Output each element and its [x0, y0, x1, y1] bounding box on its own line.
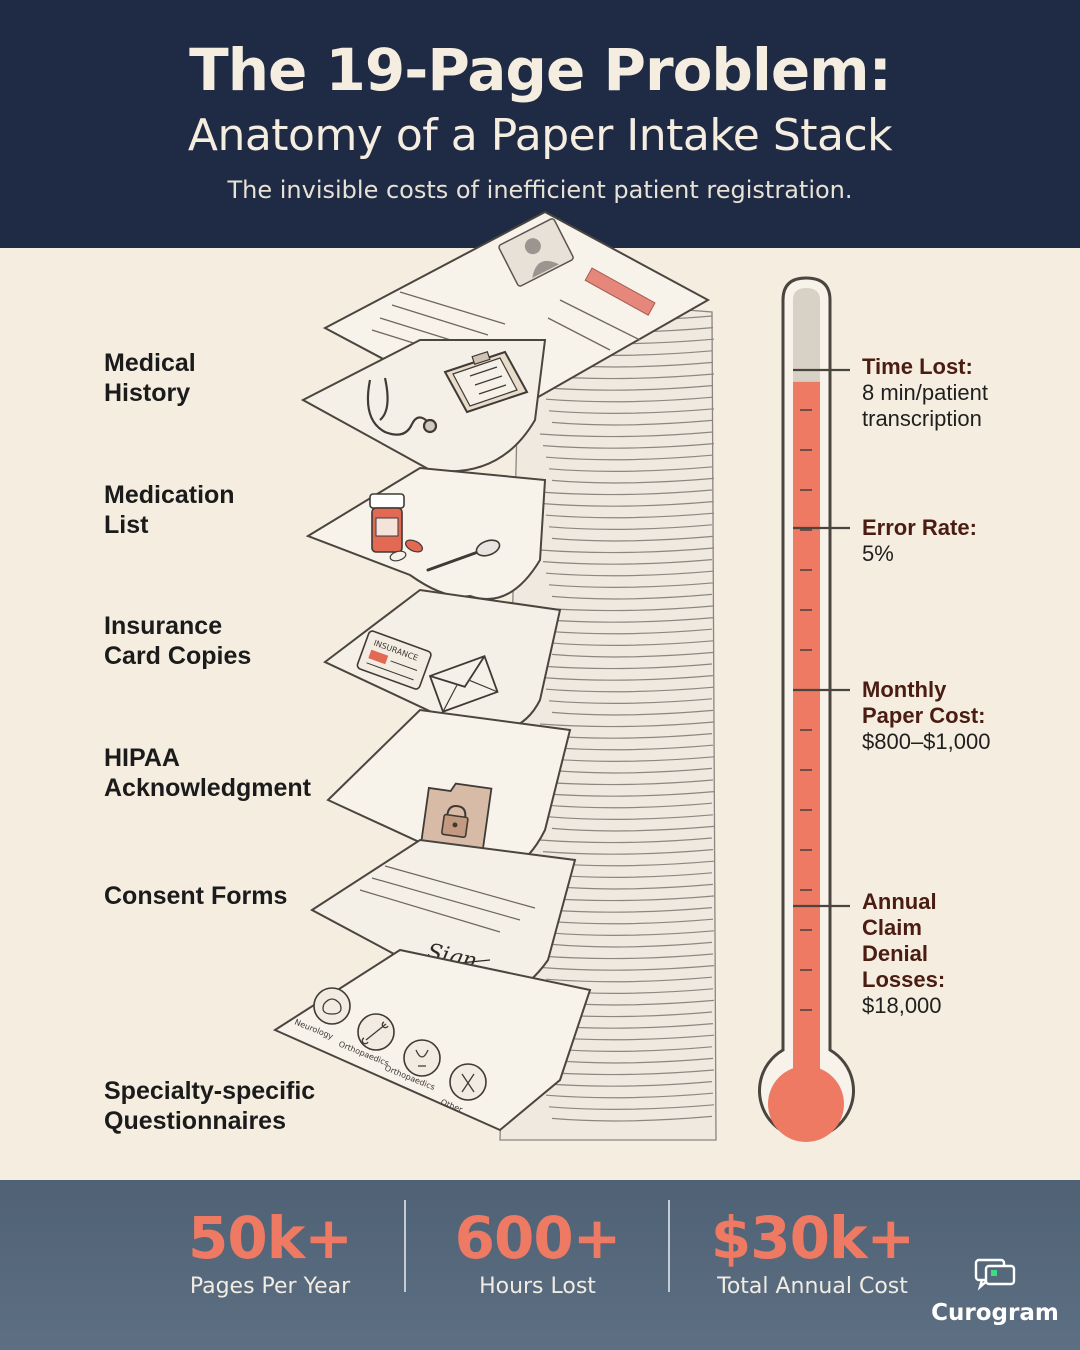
- stack-sheet-edge: [548, 582, 715, 588]
- chat-logo-icon: [974, 1258, 1016, 1291]
- stack-sheet-edge: [551, 477, 715, 484]
- stack-sheet-edge: [545, 918, 714, 925]
- stack-sheet-edge: [551, 1057, 714, 1064]
- stack-sheet-edge: [548, 466, 714, 472]
- stack-sheet-edge: [545, 570, 714, 577]
- category-hipaa: HIPAA Acknowledgment: [104, 744, 311, 802]
- stack-sheet-edge: [545, 396, 714, 403]
- stack-sheet-edge: [542, 501, 714, 507]
- stack-sheet-edge: [542, 1081, 713, 1087]
- stack-sheet-edge: [551, 767, 713, 774]
- spoon-icon: [426, 539, 501, 572]
- stack-sheet-edge: [542, 675, 714, 681]
- stack-sheet-edge: [539, 779, 714, 786]
- stack-sheet-edge: [539, 663, 713, 670]
- stack-sheet-edge: [548, 640, 714, 646]
- stack-sheet-edge: [551, 419, 713, 426]
- pill-bottle-icon: [369, 493, 424, 562]
- thermometer-fill: [793, 381, 820, 1071]
- category-insurance: Insurance Card Copies: [104, 612, 252, 670]
- sheet-medical-history: [300, 339, 547, 473]
- footer-divider: [404, 1200, 406, 1292]
- stack-sheet-edge: [548, 524, 713, 530]
- stack-sheet-edge: [551, 651, 715, 658]
- stack-sheet-edge: [539, 431, 714, 438]
- metric-total-cost: $30k+ Total Annual Cost: [710, 1204, 915, 1299]
- stack-sheet-edge: [539, 489, 713, 496]
- stack-sheet-edge: [548, 930, 715, 936]
- stack-sheet-edge: [551, 593, 713, 600]
- stack-sheet-edge: [551, 941, 713, 948]
- stack-sheet-edge: [539, 837, 713, 844]
- stack-sheet-edge: [542, 559, 713, 565]
- stethoscope-icon: [366, 377, 438, 436]
- category-medication-list: Medication List: [104, 481, 235, 539]
- stack-sheet-edge: [542, 965, 715, 971]
- profile-icon: [498, 218, 574, 287]
- stat-error-rate: Error Rate: 5%: [862, 515, 977, 566]
- stack-sheet-edge: [551, 1115, 713, 1122]
- stack-sheet-edge: [545, 1092, 714, 1099]
- paper-stack-illustration: INSURANCE Sign: [272, 210, 717, 1141]
- stack-sheet-edge: [551, 535, 714, 542]
- stack-sheet-edge: [548, 814, 714, 820]
- stack-sheet-edge: [551, 709, 714, 716]
- stack-sheet-edge: [545, 628, 713, 635]
- stack-sheet-edge: [539, 721, 715, 728]
- header-banner: The 19-Page Problem: Anatomy of a Paper …: [0, 0, 1080, 248]
- sheet-insurance-card: INSURANCE: [323, 588, 562, 733]
- stack-sheet-edge: [542, 617, 715, 623]
- clipboard-icon: [443, 350, 529, 414]
- stat-time-lost: Time Lost: 8 min/patient transcription: [862, 354, 988, 431]
- category-consent: Consent Forms: [104, 882, 288, 910]
- stack-sheet-edge: [545, 512, 715, 519]
- footer-divider: [668, 1200, 670, 1292]
- metric-hours: 600+ Hours Lost: [454, 1204, 622, 1299]
- stack-sheet-edge: [542, 791, 715, 797]
- stack-sheet-edge: [548, 698, 713, 704]
- page-title: The 19-Page Problem:: [189, 36, 892, 104]
- cost-thermometer: [758, 276, 855, 1142]
- stack-sheet-edge: [548, 1104, 715, 1110]
- brain-icon: [313, 987, 351, 1025]
- thermometer-bulb: [768, 1066, 844, 1142]
- joint-icon: [403, 1039, 441, 1077]
- stack-sheet-edge: [542, 443, 715, 449]
- page-subtitle: Anatomy of a Paper Intake Stack: [187, 110, 893, 161]
- envelope-icon: [428, 655, 499, 713]
- stat-annual-claim-denial: Annual Claim Denial Losses: $18,000: [862, 889, 946, 1018]
- stack-sheet-edge: [545, 976, 713, 983]
- stack-sheet-edge: [542, 849, 714, 855]
- footer-banner: 50k+ Pages Per Year 600+ Hours Lost $30k…: [0, 1180, 1080, 1350]
- sheet-specialty: Neurology Orthopaedics Orthopaedics Othe…: [272, 948, 592, 1132]
- category-medical-history: Medical History: [104, 349, 196, 407]
- brand-logo: Curogram: [930, 1256, 1060, 1326]
- stack-sheet-edge: [539, 547, 715, 554]
- stack-sheet-edge: [551, 825, 715, 832]
- stack-sheet-edge: [545, 686, 715, 693]
- stack-sheet-edge: [548, 408, 715, 414]
- page-tagline: The invisible costs of inefficient patie…: [227, 176, 853, 204]
- stack-sheet-edge: [542, 385, 713, 391]
- stat-monthly-paper-cost: Monthly Paper Cost: $800–$1,000: [862, 677, 991, 754]
- stack-sheet-edge: [545, 454, 713, 461]
- metric-pages: 50k+ Pages Per Year: [188, 1204, 353, 1299]
- category-specialty: Specialty-specific Questionnaires: [104, 1077, 316, 1135]
- stack-sheet-edge: [545, 802, 713, 809]
- sheet-hipaa: [326, 708, 572, 873]
- sheet-medication-list: [305, 466, 547, 601]
- stack-sheet-edge: [548, 756, 715, 762]
- stack-sheet-edge: [539, 953, 714, 960]
